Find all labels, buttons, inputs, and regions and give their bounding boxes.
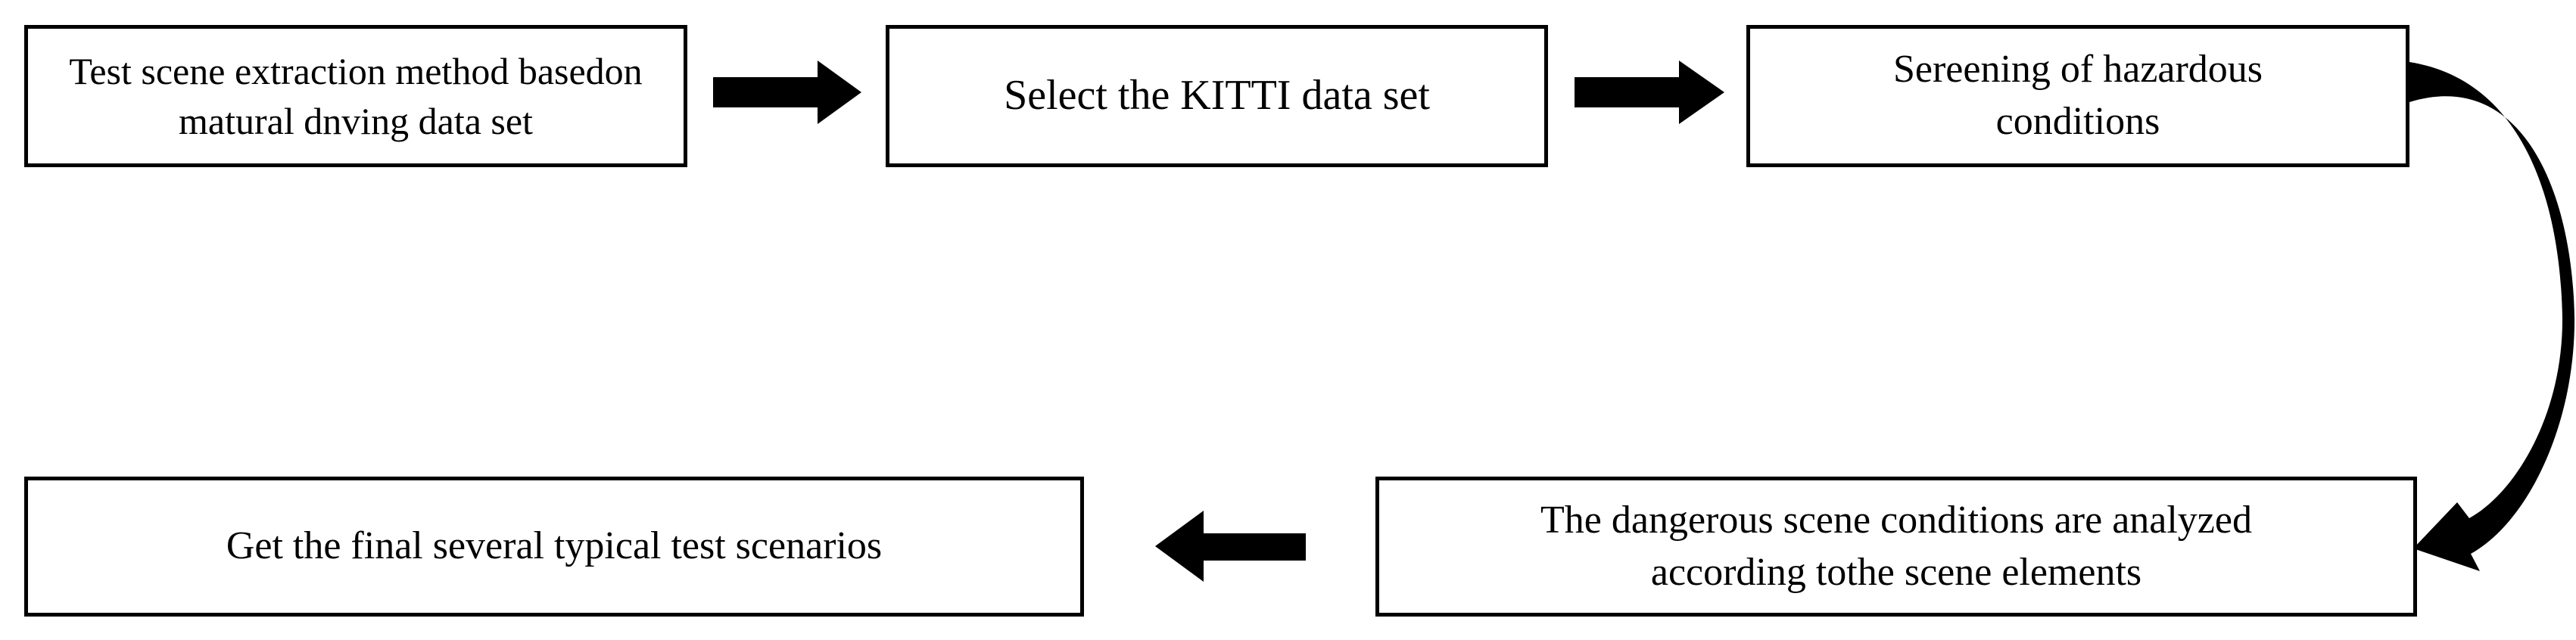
step-3-text-line-2: conditions — [1995, 100, 2160, 143]
step-3-box: Sereening of hazardous conditions — [1746, 25, 2409, 167]
step-2-box: Select the KITTI data set — [886, 25, 1548, 167]
step-5-box: Get the final several typical test scena… — [24, 477, 1084, 617]
step-2-text: Select the KITTI data set — [1004, 72, 1430, 120]
step-1-text-line-2: matural dnving data set — [179, 100, 533, 142]
step-1-text-line-1: Test scene extraction method basedon — [69, 50, 643, 92]
step-3-text-line-1: Sereening of hazardous — [1892, 48, 2263, 92]
left-arrow-icon — [1155, 511, 1306, 582]
right-arrow-icon-1 — [713, 61, 861, 124]
step-1-box: Test scene extraction method basedon mat… — [24, 25, 687, 167]
step-4-box: The dangerous scene conditions are analy… — [1375, 477, 2417, 617]
step-4-text-line-2: according tothe scene elements — [1650, 550, 2142, 594]
curved-arrow-icon — [2409, 62, 2575, 571]
step-4-text-line-1: The dangerous scene conditions are analy… — [1540, 498, 2252, 542]
step-5-text: Get the final several typical test scena… — [226, 524, 883, 568]
right-arrow-icon-2 — [1575, 61, 1724, 124]
